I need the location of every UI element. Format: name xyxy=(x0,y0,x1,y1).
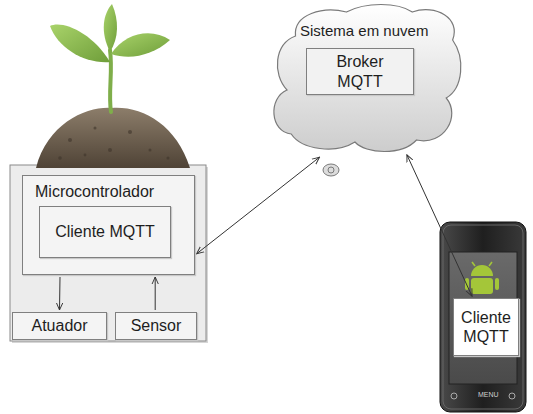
box-label: Broker MQTT xyxy=(307,52,413,90)
box-label: Cliente MQTT xyxy=(454,308,518,346)
housing-box xyxy=(10,165,206,341)
connector-arrow xyxy=(197,157,320,254)
phone-menu-text: MENU xyxy=(478,391,499,398)
box-heading: Sistema em nuvem xyxy=(300,22,428,40)
box-label: Cliente MQTT xyxy=(49,222,161,241)
cloud-bubble-ring xyxy=(328,167,334,173)
broker-box: Broker MQTT xyxy=(306,48,414,95)
cloud-bubble xyxy=(323,164,339,176)
smartphone xyxy=(440,222,526,412)
plant xyxy=(36,4,190,168)
connector-arrow xyxy=(407,155,472,296)
controller-box: MicrocontroladorCliente MQTT xyxy=(22,175,195,275)
connector-arrow xyxy=(155,277,156,310)
client-box: Cliente MQTT xyxy=(39,206,171,258)
sensor-box: Sensor xyxy=(115,312,197,340)
box-label: Atuador xyxy=(25,316,93,335)
phone-client-box: Cliente MQTT xyxy=(453,298,519,356)
box-label: Sensor xyxy=(125,316,188,335)
cloud-shape: Sistema em nuvemBroker MQTT xyxy=(270,4,459,156)
box-heading: Microcontrolador xyxy=(35,182,154,201)
actuator-box: Atuador xyxy=(12,312,107,340)
connector-arrow xyxy=(59,277,61,310)
